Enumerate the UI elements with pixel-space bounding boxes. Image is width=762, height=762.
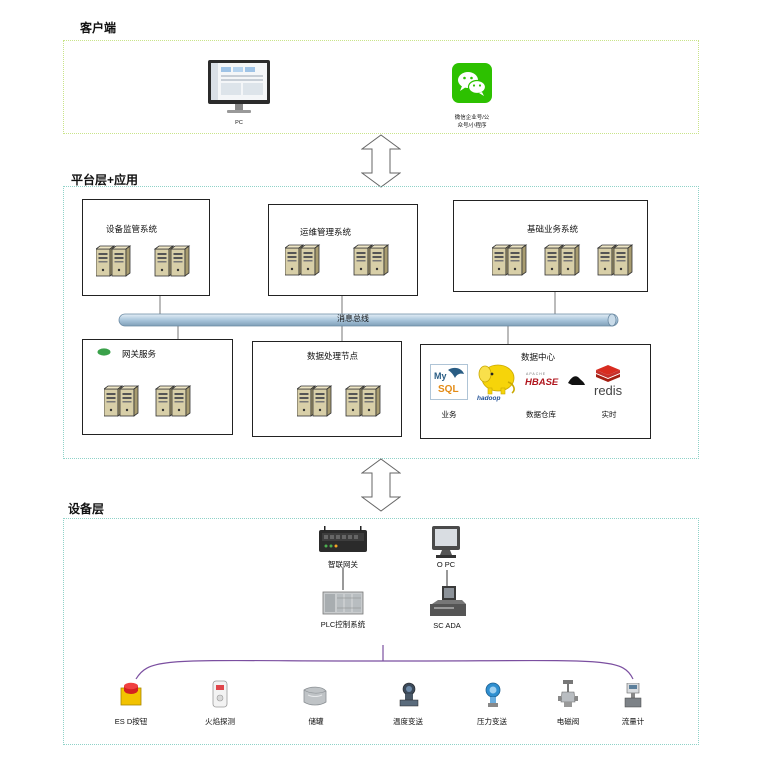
device-layer-frame	[63, 518, 699, 745]
plc-system-label: PLC控制系统	[320, 620, 366, 629]
device-label-esd: ES D按钮	[114, 717, 148, 726]
opc-computer-icon	[430, 525, 464, 561]
hadoop-logo-icon: hadoop	[474, 362, 520, 402]
hbase-logo-icon: APACHE HBASE	[524, 370, 586, 390]
data-center-title: 数据中心	[521, 352, 556, 362]
client-layer-title: 客户端	[80, 21, 117, 35]
message-bus-label: 消息总线	[337, 314, 369, 323]
esd-button-icon	[120, 682, 142, 706]
opc-label: O PC	[436, 560, 456, 569]
mysql-logo-icon: My SQL	[430, 364, 468, 400]
scada-computer-icon	[428, 586, 468, 620]
hbase-label: 数据仓库	[526, 410, 556, 419]
message-bus	[118, 312, 620, 328]
scada-label: SC ADA	[433, 621, 461, 630]
flowmeter-icon	[623, 683, 643, 709]
gateway-service-title: 网关服务	[122, 349, 157, 359]
redis-label: 实时	[601, 410, 617, 419]
wechat-label-line2: 众号/小程序	[457, 123, 487, 129]
gateway-badge-icon	[97, 348, 111, 356]
device-label-pressure: 压力变送	[477, 717, 507, 726]
temperature-transmitter-icon	[398, 682, 420, 708]
device-label-flame: 火焰探测	[205, 717, 235, 726]
client-layer-frame	[63, 40, 699, 134]
wechat-icon	[452, 63, 492, 103]
client-platform-double-arrow	[361, 134, 401, 188]
device-monitor-system-title: 设备监管系统	[106, 224, 158, 234]
device-label-temperature: 温度变送	[393, 717, 423, 726]
pressure-transmitter-icon	[483, 682, 503, 708]
storage-tank-icon	[302, 686, 328, 706]
ops-management-system-title: 运维管理系统	[300, 227, 352, 237]
plc-icon	[322, 590, 364, 616]
platform-device-double-arrow	[361, 458, 401, 512]
wechat-label-line1: 微信企业号/公	[454, 115, 490, 121]
mysql-label: 业务	[441, 410, 457, 419]
device-label-tank: 储罐	[308, 717, 324, 726]
hbase-logo-text: HBASE	[525, 377, 559, 388]
solenoid-valve-icon	[558, 680, 578, 708]
redis-logo-icon: redis	[592, 362, 632, 398]
pc-label: PC	[235, 120, 243, 126]
iot-gateway-icon	[318, 526, 368, 554]
basic-business-system-title: 基础业务系统	[527, 224, 579, 234]
iot-gateway-label: 智联网关	[328, 560, 358, 569]
device-label-flowmeter: 流量计	[621, 717, 645, 726]
mysql-logo-text: SQL	[438, 384, 459, 395]
device-label-solenoid: 电磁阀	[556, 717, 580, 726]
svg-text:APACHE: APACHE	[526, 372, 546, 376]
flame-detector-icon	[211, 680, 229, 708]
svg-text:My: My	[434, 371, 447, 381]
redis-logo-text: redis	[594, 383, 623, 398]
hadoop-logo-text: hadoop	[477, 395, 500, 402]
device-layer-title: 设备层	[68, 502, 105, 516]
platform-layer-title: 平台层+应用	[71, 173, 139, 187]
pc-monitor-icon	[207, 59, 271, 115]
data-processing-node-title: 数据处理节点	[307, 351, 359, 361]
